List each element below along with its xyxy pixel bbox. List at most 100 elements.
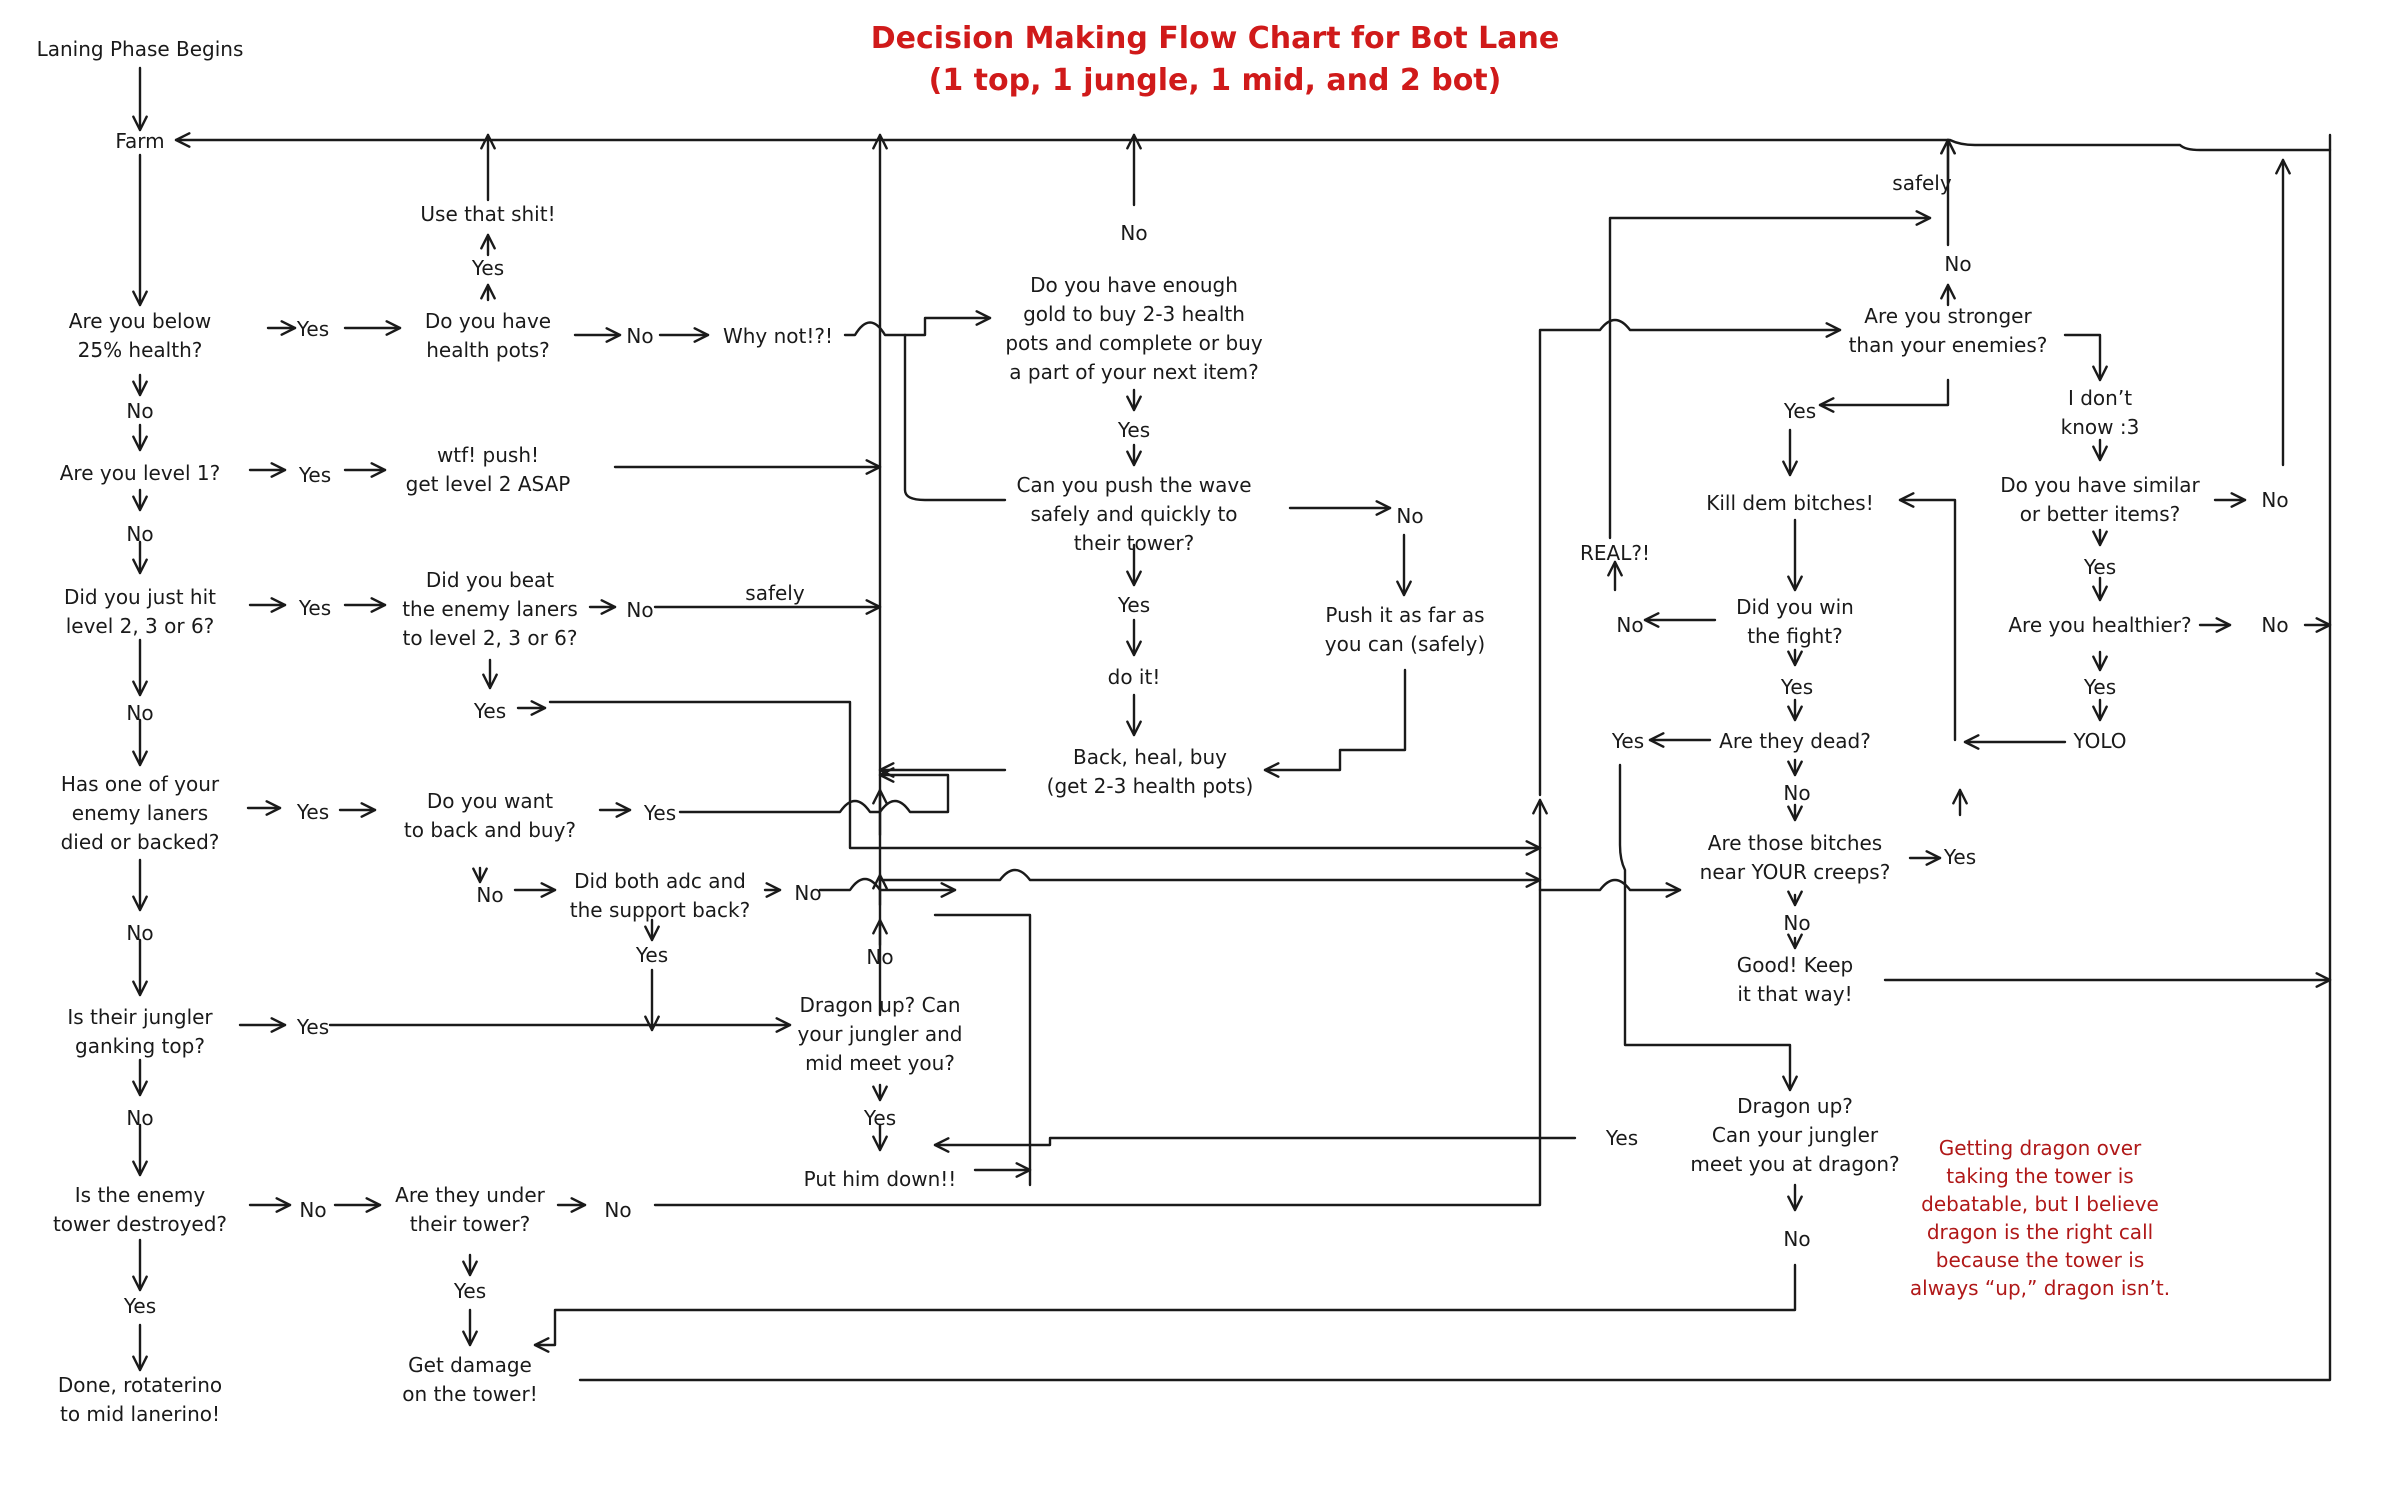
node-no-push: No <box>1396 504 1423 528</box>
node-no-fight: No <box>1616 613 1643 637</box>
node-level-1-q: Are you level 1? <box>60 461 221 485</box>
node-no-dragon-bot: No <box>1783 1227 1810 1251</box>
node-yes-healthier: Yes <box>2083 675 2116 699</box>
node-similar-items-q: Do you have similar <box>2000 473 2200 497</box>
node-wtf-push: wtf! push! <box>437 443 539 467</box>
edge-yes-kill-route <box>1898 492 1957 742</box>
node-dragon-mid-q: your jungler and <box>798 1022 963 1046</box>
note-line: because the tower is <box>1936 1248 2145 1272</box>
node-no-gold: No <box>1120 221 1147 245</box>
node-done-rotate: to mid lanerino! <box>60 1402 220 1426</box>
node-dragon-bot-q: meet you at dragon? <box>1690 1152 1899 1176</box>
node-no-creeps: No <box>1783 911 1810 935</box>
node-yes-back: Yes <box>643 801 676 825</box>
node-yes-fight: Yes <box>1780 675 1813 699</box>
node-no-items: No <box>2261 488 2288 512</box>
node-win-fight-q: the fight? <box>1747 624 1843 648</box>
node-dont-know: know :3 <box>2061 415 2140 439</box>
node-no-both: No <box>794 881 821 905</box>
node-yes-stronger: Yes <box>1783 399 1816 423</box>
node-enough-gold-q: pots and complete or buy <box>1005 331 1262 355</box>
node-wtf-push: get level 2 ASAP <box>406 472 571 496</box>
node-yes-level1: Yes <box>298 463 331 487</box>
node-push-wave-q: Can you push the wave <box>1016 473 1251 497</box>
node-dragon-mid-q: Dragon up? Can <box>799 993 960 1017</box>
node-healthier-q: Are you healthier? <box>2008 613 2191 637</box>
note-line: debatable, but I believe <box>1921 1192 2159 1216</box>
node-below-25-health: 25% health? <box>78 338 203 362</box>
node-kill-dem: Kill dem bitches! <box>1706 491 1874 515</box>
edge-right-top <box>174 132 2332 152</box>
node-yes-push: Yes <box>1117 593 1150 617</box>
node-yes-hit: Yes <box>298 596 331 620</box>
node-laner-died-q: Has one of your <box>61 772 220 796</box>
note-line: Getting dragon over <box>1939 1136 2142 1160</box>
node-safely-a: safely <box>745 581 805 605</box>
node-tower-destroyed-q: Is the enemy <box>75 1183 206 1207</box>
node-just-hit-level-q: Did you just hit <box>64 585 216 609</box>
node-back-heal-buy: (get 2-3 health pots) <box>1047 774 1254 798</box>
node-back-heal-buy: Back, heal, buy <box>1073 745 1227 769</box>
node-yes-beat: Yes <box>473 699 506 723</box>
node-laner-died-q: enemy laners <box>72 801 208 825</box>
node-yes-died: Yes <box>296 800 329 824</box>
node-health-pots-q: health pots? <box>426 338 549 362</box>
edge-stronger-dontknow <box>2063 333 2108 382</box>
node-below-25-health: Are you below <box>69 309 211 333</box>
node-both-back-q: Did both adc and <box>574 869 746 893</box>
node-no-dragon-mid: No <box>866 945 893 969</box>
node-laner-died-q: died or backed? <box>61 830 220 854</box>
node-yes-gold: Yes <box>1117 418 1150 442</box>
note-line: always “up,” dragon isn’t. <box>1910 1276 2170 1300</box>
edge-pushfar-back <box>1263 668 1407 778</box>
edge-hline-880 <box>878 868 1542 888</box>
connector-lines <box>132 66 2332 1382</box>
node-no-top: No <box>126 1106 153 1130</box>
node-farm: Farm <box>115 129 164 153</box>
edge-yes-beat-route <box>548 700 1542 856</box>
edge-whynot-gold <box>843 310 992 337</box>
edge-dragon-bot-link <box>933 1136 1577 1153</box>
node-enough-gold-q: Do you have enough <box>1030 273 1238 297</box>
edge-stronger-yes <box>1818 378 1950 413</box>
edge-damage-right <box>578 133 2332 1382</box>
node-both-back-q: the support back? <box>570 898 750 922</box>
node-win-fight-q: Did you win <box>1736 595 1854 619</box>
node-push-far: you can (safely) <box>1325 632 1485 656</box>
node-safely-b: safely <box>1892 171 1952 195</box>
node-done-rotate: Done, rotaterino <box>58 1373 222 1397</box>
edge-gold-stronger <box>1538 318 1842 797</box>
node-no-level1: No <box>126 522 153 546</box>
note-line: dragon is the right call <box>1927 1220 2153 1244</box>
node-jungler-top-q: Is their jungler <box>67 1005 213 1029</box>
edge-loop-push <box>903 333 1007 502</box>
node-real: REAL?! <box>1580 541 1650 565</box>
edge-yes-dead-down <box>1618 763 1798 1092</box>
note-line: taking the tower is <box>1946 1164 2133 1188</box>
node-use-that: Use that shit! <box>420 202 555 226</box>
node-under-tower-q: Are they under <box>395 1183 545 1207</box>
node-get-damage: Get damage <box>408 1353 532 1377</box>
node-why-not: Why not!?! <box>723 324 833 348</box>
node-yes-health: Yes <box>296 317 329 341</box>
node-dragon-bot-q: Can your jungler <box>1712 1123 1879 1147</box>
node-no-pots: No <box>626 324 653 348</box>
node-yes-top: Yes <box>296 1015 329 1039</box>
edge-real-up <box>1608 210 1932 540</box>
node-yolo: YOLO <box>2072 729 2126 753</box>
node-want-back-q: to back and buy? <box>404 818 576 842</box>
node-yes-pots: Yes <box>471 256 504 280</box>
node-jungler-top-q: ganking top? <box>75 1034 205 1058</box>
node-stronger-q: than your enemies? <box>1849 333 2048 357</box>
node-enough-gold-q: gold to buy 2-3 health <box>1023 302 1245 326</box>
node-beat-laners-q: Did you beat <box>426 568 554 592</box>
node-yes-dragon-bot: Yes <box>1605 1126 1638 1150</box>
node-do-it: do it! <box>1108 665 1161 689</box>
node-no-hit: No <box>126 701 153 725</box>
node-no-healthier: No <box>2261 613 2288 637</box>
node-yes-both: Yes <box>635 943 668 967</box>
node-near-creeps-q: near YOUR creeps? <box>1700 860 1891 884</box>
node-health-pots-q: Do you have <box>425 309 551 333</box>
node-no-beat: No <box>626 598 653 622</box>
